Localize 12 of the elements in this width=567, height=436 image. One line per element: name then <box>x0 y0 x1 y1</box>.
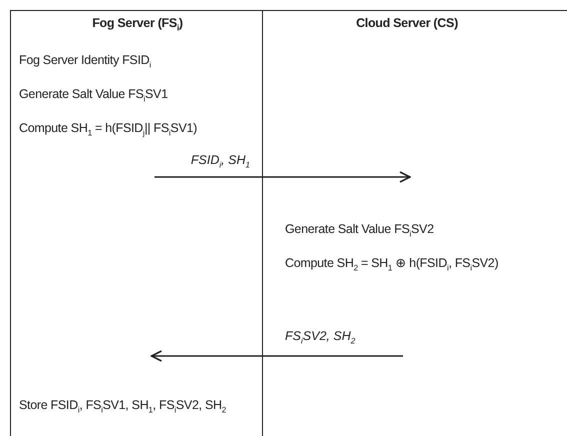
column-heading: Fog Server (FS$_{i}$) <box>91 16 184 32</box>
edge-label: FSID$_{i}$, SH$_{1}$ <box>188 153 252 170</box>
step-text: Compute SH$_{1}$ = h(FSID$_{j}$|| FS$_{i}$SV1) <box>19 121 197 138</box>
step-text: Fog Server Identity FSID$_{i}$ <box>19 53 151 70</box>
step-text: Compute SH$_{2}$ = SH$_{1}$ ⊕ h(FSID$_{i}$, FS$_{i}$SV2) <box>285 255 498 272</box>
edge-label: FS$_{i}$SV2, SH$_{2}$ <box>283 329 358 346</box>
column-heading: Cloud Server (CS) <box>355 16 459 30</box>
step-text: Generate Salt Value FS$_{i}$SV1 <box>19 87 168 104</box>
step-text: Generate Salt Value FS$_{i}$SV2 <box>285 222 434 238</box>
message-arrow <box>154 171 411 183</box>
step-text: Store FSID$_{i}$, FS$_{i}$SV1, SH$_{1}$, FS$_{i}$SV2, SH$_{2}$ <box>19 398 226 414</box>
message-arrow <box>150 350 403 362</box>
